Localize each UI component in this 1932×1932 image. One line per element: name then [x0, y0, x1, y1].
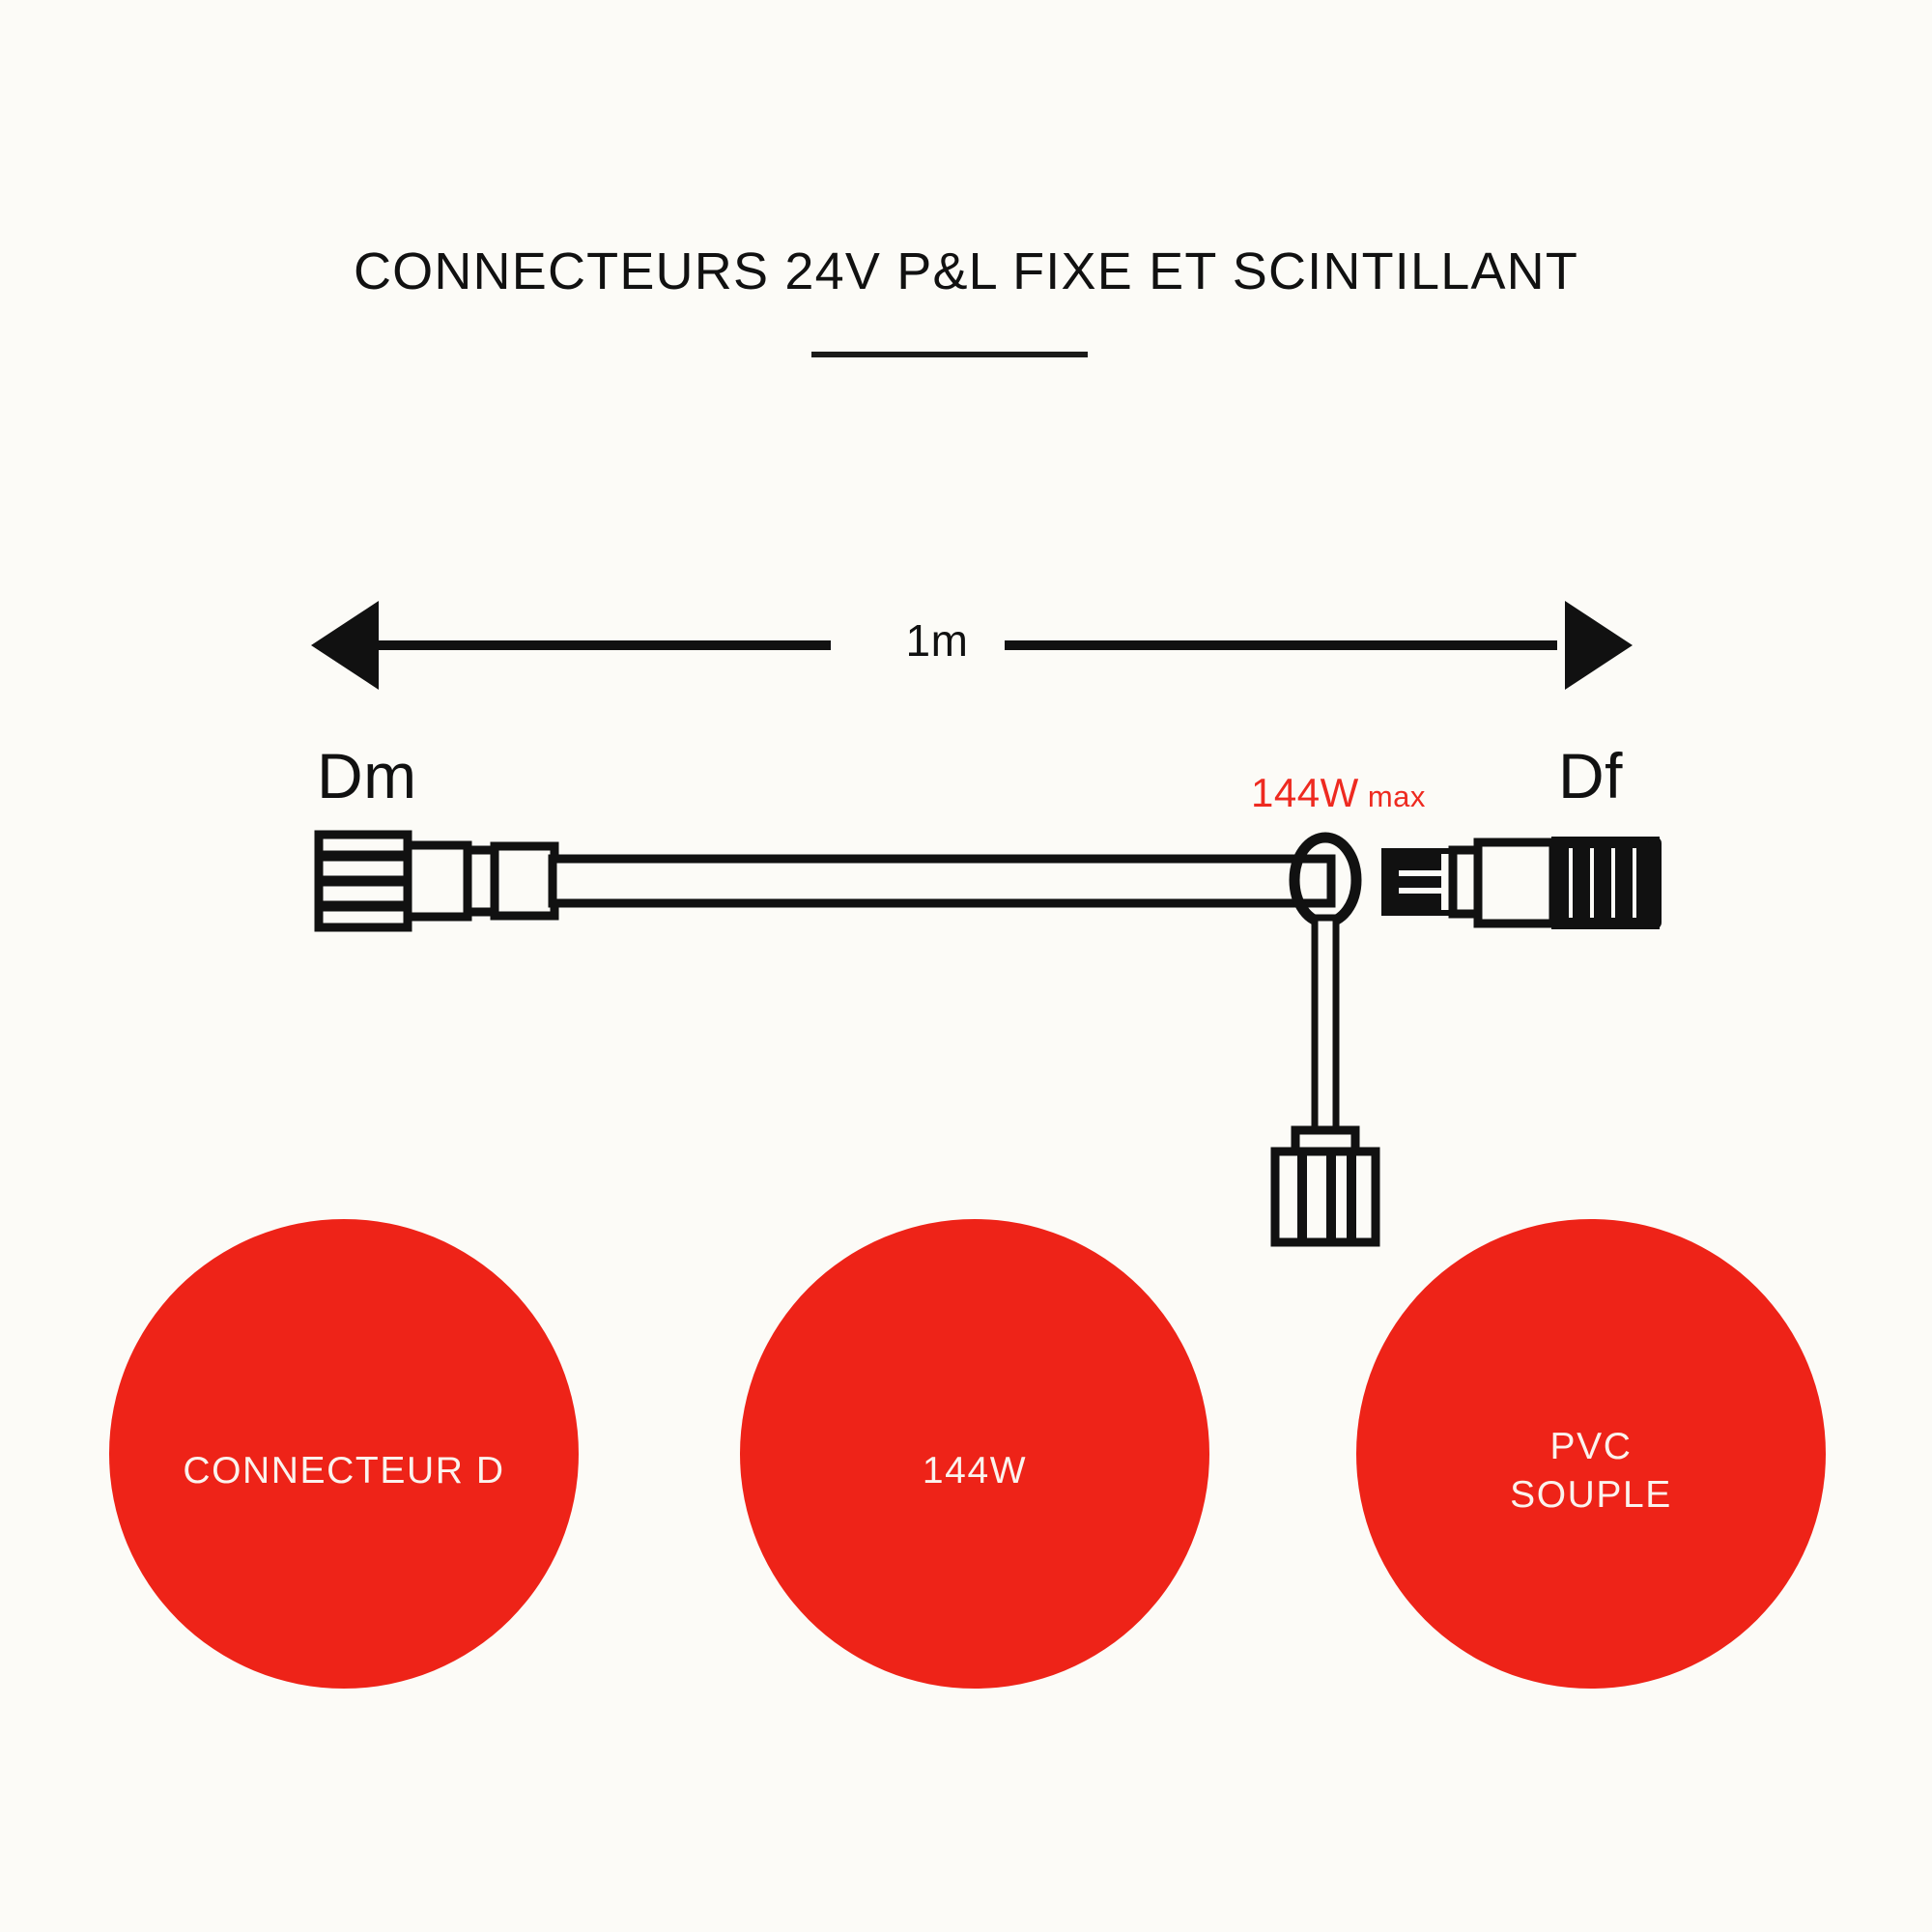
- power-note-value: 144W: [1251, 770, 1359, 815]
- male-body-segment-1: [403, 840, 472, 922]
- male-body-segment-2: [490, 841, 559, 921]
- power-note: 144W max: [1251, 773, 1426, 813]
- page-title: CONNECTEURS 24V P&L FIXE ET SCINTILLANT: [353, 242, 1579, 300]
- title-divider: [811, 352, 1088, 357]
- cable-body: [548, 854, 1336, 908]
- feature-badge-label: CONNECTEUR D: [183, 1450, 505, 1492]
- dimension-line-left: [375, 640, 831, 650]
- male-connector: [314, 830, 559, 932]
- dimension-arrow: [311, 601, 1633, 690]
- arrow-right-icon: [1565, 601, 1633, 690]
- female-thread-nozzle: [1551, 837, 1662, 929]
- female-body-segment: [1473, 838, 1558, 928]
- arrow-left-icon: [311, 601, 379, 690]
- feature-badge[interactable]: PVC SOUPLE: [1356, 1219, 1826, 1689]
- female-threaded-connector: [1381, 837, 1662, 929]
- power-note-qualifier: max: [1367, 780, 1426, 813]
- label-female-end: Df: [1558, 740, 1623, 811]
- branch-cap-body: [1270, 1147, 1380, 1247]
- feature-badge-label: 144W: [922, 1450, 1028, 1492]
- label-male-end: Dm: [317, 740, 417, 811]
- branch-cable: [1311, 914, 1340, 1142]
- feature-badge[interactable]: 144W: [740, 1219, 1209, 1689]
- dimension-line-right: [1005, 640, 1557, 650]
- branch-connector-cap: [1270, 1125, 1380, 1247]
- feature-badge[interactable]: CONNECTEUR D: [109, 1219, 579, 1689]
- dimension-label: 1m: [905, 615, 969, 666]
- feature-badge-label: PVC SOUPLE: [1510, 1426, 1672, 1516]
